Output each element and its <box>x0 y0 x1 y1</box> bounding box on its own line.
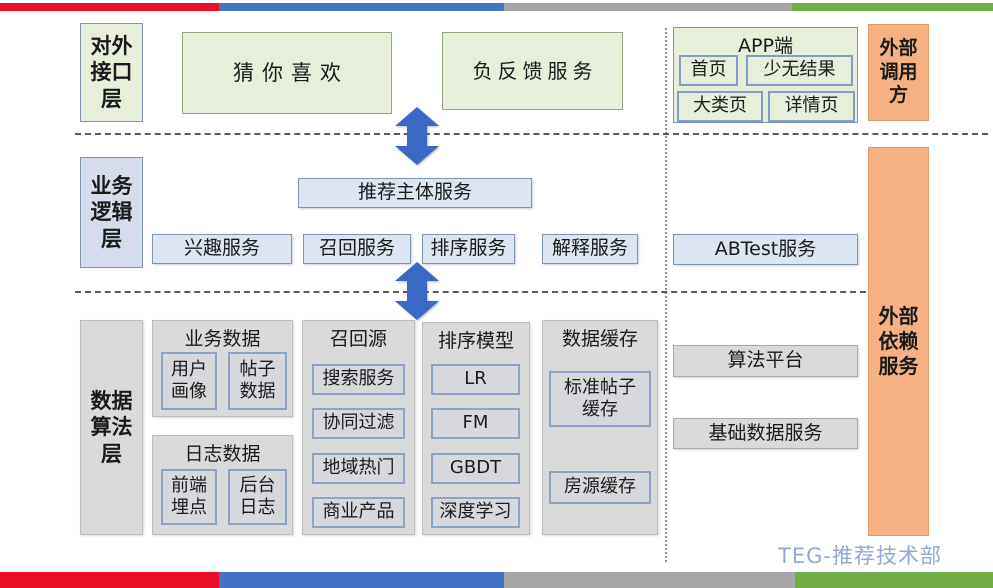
guess-you-like-label: 猜你喜欢 <box>233 60 349 85</box>
user-profile-box: 用户 画像 <box>161 352 217 410</box>
arrow-up-head <box>395 107 439 126</box>
recall-source-label: 协同过滤 <box>322 412 395 434</box>
external-dependency-label: 外部 依赖 服务 <box>878 304 919 378</box>
business-data-title: 业务数据 <box>184 328 261 350</box>
bottom-bar-green-segment <box>795 572 993 588</box>
frontend-tracking-box: 前端 埋点 <box>161 469 217 525</box>
ranking-service-box: 排序服务 <box>422 234 515 264</box>
model-label: LR <box>464 368 487 390</box>
house-cache-box: 房源缓存 <box>549 471 651 504</box>
backend-log-box: 后台 日志 <box>228 469 287 525</box>
top-bar-green-segment <box>792 3 993 11</box>
backend-log-label: 后台 日志 <box>239 474 276 519</box>
ranking-models-title: 排序模型 <box>437 330 514 352</box>
bottom-bar-red-segment <box>0 572 219 588</box>
interest-service-box: 兴趣服务 <box>152 234 292 264</box>
post-data-box: 帖子 数据 <box>228 352 287 410</box>
explain-service-box: 解释服务 <box>542 234 638 264</box>
algorithm-platform-box: 算法平台 <box>673 345 858 377</box>
fm-model-box: FM <box>431 408 520 439</box>
regional-hot-box: 地域热门 <box>312 453 405 484</box>
arrow-shaft <box>407 281 427 301</box>
algorithm-platform-label: 算法平台 <box>727 349 804 372</box>
model-label: 深度学习 <box>439 501 512 523</box>
recall-service-box: 召回服务 <box>303 234 411 264</box>
external-caller-label: 外部 调用 方 <box>879 36 918 107</box>
arrow-down-head <box>395 146 439 165</box>
layer-label-business-logic: 业务 逻辑 层 <box>80 157 143 268</box>
layer-label-text: 数据 算法 层 <box>90 389 133 466</box>
lr-model-box: LR <box>431 364 520 395</box>
negative-feedback-box: 负反馈服务 <box>442 32 623 110</box>
main-recommendation-service-box: 推荐主体服务 <box>298 178 532 208</box>
data-cache-title: 数据缓存 <box>561 328 638 350</box>
external-caller-box: 外部 调用 方 <box>868 24 929 121</box>
top-bar-red-segment <box>0 3 219 11</box>
standard-post-cache-box: 标准帖子 缓存 <box>549 371 651 427</box>
guess-you-like-box: 猜你喜欢 <box>182 32 392 114</box>
watermark-text: TEG-推荐技术部 <box>778 544 942 568</box>
service-label: 解释服务 <box>551 237 628 260</box>
user-profile-label: 用户 画像 <box>171 358 207 403</box>
service-label: 召回服务 <box>318 237 395 260</box>
dashed-separator-logic-data <box>75 291 866 293</box>
collaborative-filtering-box: 协同过滤 <box>312 408 405 439</box>
bottom-bar-gray-segment <box>504 572 795 588</box>
app-page-few-results: 少无结果 <box>746 55 853 86</box>
model-label: FM <box>462 412 489 434</box>
basic-data-service-label: 基础数据服务 <box>708 421 823 444</box>
recall-source-label: 地域热门 <box>322 457 395 479</box>
gbdt-model-box: GBDT <box>431 453 520 484</box>
abtest-service-box: ABTest服务 <box>673 234 858 265</box>
vertical-dotted-separator <box>665 28 667 562</box>
app-page-home: 首页 <box>679 55 738 86</box>
top-bar-gray-segment <box>504 3 792 11</box>
app-page-label: 少无结果 <box>763 59 836 81</box>
double-arrow-interface-logic <box>395 107 439 165</box>
app-page-detail: 详情页 <box>768 91 855 122</box>
app-panel-title: APP端 <box>738 35 793 57</box>
main-service-label: 推荐主体服务 <box>357 181 472 204</box>
frontend-tracking-label: 前端 埋点 <box>171 474 207 519</box>
arrow-up-head <box>395 262 439 281</box>
dashed-separator-interface-logic <box>75 133 988 135</box>
app-page-label: 大类页 <box>693 95 747 117</box>
external-dependency-box: 外部 依赖 服务 <box>868 147 929 536</box>
basic-data-service-box: 基础数据服务 <box>673 418 858 449</box>
app-page-label: 详情页 <box>784 95 839 117</box>
cache-label: 标准帖子 缓存 <box>564 376 636 421</box>
search-service-box: 搜索服务 <box>312 364 405 395</box>
top-bar-blue-segment <box>219 3 504 11</box>
recall-source-label: 商业产品 <box>322 501 395 523</box>
service-label: 兴趣服务 <box>183 237 260 260</box>
layer-label-text: 对外 接口 层 <box>90 34 133 111</box>
layer-label-external-interface: 对外 接口 层 <box>80 23 143 122</box>
recall-source-label: 搜索服务 <box>322 368 395 390</box>
recall-sources-title: 召回源 <box>329 328 387 350</box>
deep-learning-box: 深度学习 <box>431 497 520 528</box>
commercial-product-box: 商业产品 <box>312 497 405 528</box>
double-arrow-logic-data <box>395 262 439 320</box>
log-data-title: 日志数据 <box>184 443 261 465</box>
layer-label-data-algorithm: 数据 算法 层 <box>80 320 143 535</box>
bottom-bar-blue-segment <box>219 572 504 588</box>
negative-feedback-label: 负反馈服务 <box>472 58 598 83</box>
arrow-shaft <box>407 126 427 146</box>
app-page-category: 大类页 <box>677 91 763 122</box>
abtest-service-label: ABTest服务 <box>714 237 817 260</box>
service-label: 排序服务 <box>430 237 507 260</box>
model-label: GBDT <box>449 457 502 479</box>
arrow-down-head <box>395 301 439 320</box>
app-page-label: 首页 <box>690 59 727 81</box>
post-data-label: 帖子 数据 <box>239 358 276 403</box>
cache-label: 房源缓存 <box>564 476 636 498</box>
layer-label-text: 业务 逻辑 层 <box>90 174 133 251</box>
